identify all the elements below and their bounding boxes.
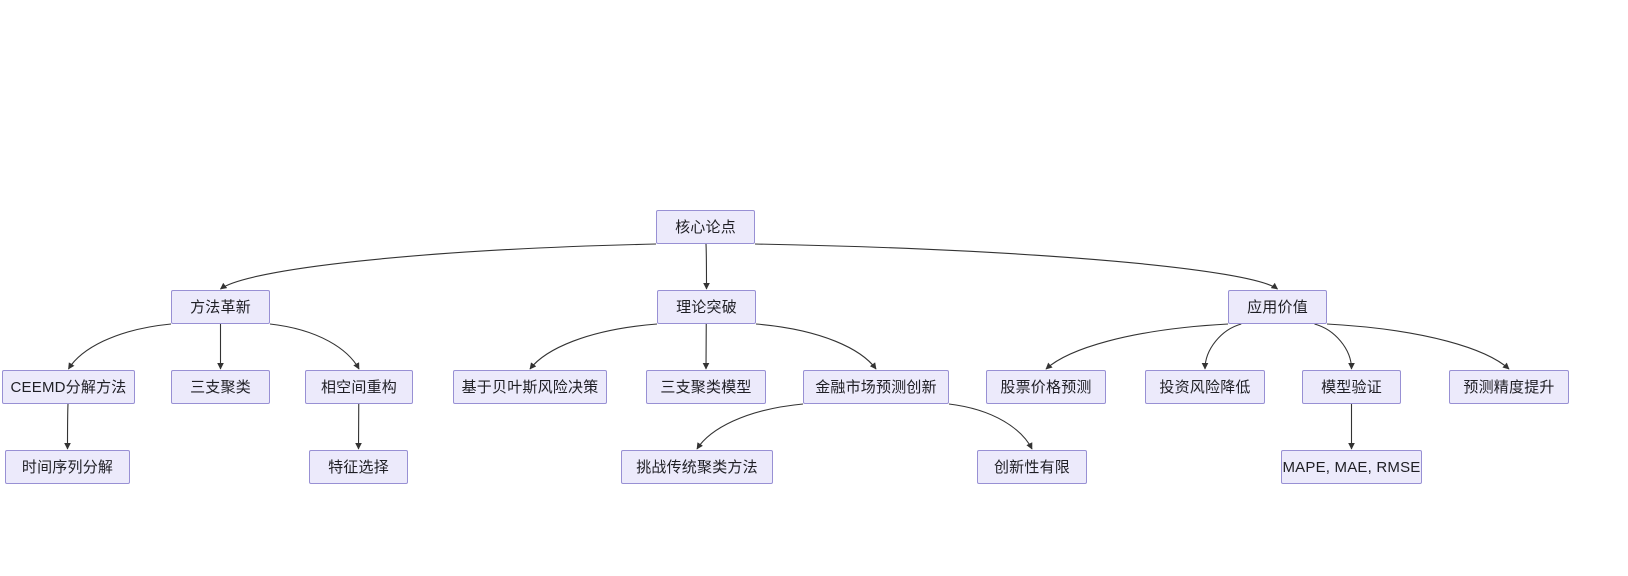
mindmap-node-label: 方法革新: [190, 298, 251, 316]
mindmap-node-l4c[interactable]: 挑战传统聚类方法: [621, 450, 773, 484]
mindmap-node-label: 股票价格预测: [1000, 378, 1092, 396]
mindmap-node-l3a1[interactable]: CEEMD分解方法: [2, 370, 135, 404]
mindmap-node-l2a[interactable]: 方法革新: [171, 290, 270, 324]
mindmap-node-l4a[interactable]: 时间序列分解: [5, 450, 130, 484]
mindmap-node-label: 相空间重构: [320, 378, 397, 396]
mindmap-node-l2b[interactable]: 理论突破: [657, 290, 756, 324]
mindmap-node-l2c[interactable]: 应用价值: [1228, 290, 1327, 324]
mindmap-node-label: 投资风险降低: [1159, 378, 1251, 396]
mindmap-node-label: 创新性有限: [993, 458, 1070, 476]
mindmap-node-label: 模型验证: [1321, 378, 1382, 396]
mindmap-node-label: 理论突破: [676, 298, 737, 316]
mindmap-node-label: 预测精度提升: [1463, 378, 1555, 396]
mindmap-node-l4e[interactable]: MAPE, MAE, RMSE: [1281, 450, 1422, 484]
mindmap-node-l3c1[interactable]: 股票价格预测: [986, 370, 1106, 404]
mindmap-node-label: 挑战传统聚类方法: [636, 458, 758, 476]
mindmap-node-label: 三支聚类: [190, 378, 251, 396]
mindmap-node-l3c2[interactable]: 投资风险降低: [1145, 370, 1265, 404]
mindmap-node-label: 应用价值: [1247, 298, 1308, 316]
mindmap-node-l3a3[interactable]: 相空间重构: [305, 370, 413, 404]
mindmap-node-l3b2[interactable]: 三支聚类模型: [646, 370, 766, 404]
mindmap-node-label: 时间序列分解: [21, 458, 114, 476]
mindmap-node-l3c3[interactable]: 模型验证: [1302, 370, 1401, 404]
mindmap-node-l4b[interactable]: 特征选择: [309, 450, 408, 484]
mindmap-node-label: 金融市场预测创新: [815, 378, 937, 396]
mindmap-node-l3c4[interactable]: 预测精度提升: [1449, 370, 1569, 404]
mindmap-node-l4d[interactable]: 创新性有限: [977, 450, 1087, 484]
mindmap-node-root[interactable]: 核心论点: [656, 210, 755, 244]
mindmap-node-label: MAPE, MAE, RMSE: [1282, 458, 1421, 476]
mindmap-node-label: 特征选择: [328, 458, 389, 476]
mindmap-node-label: 基于贝叶斯风险决策: [461, 378, 599, 396]
mindmap-node-l3a2[interactable]: 三支聚类: [171, 370, 270, 404]
mindmap-node-l3b3[interactable]: 金融市场预测创新: [803, 370, 949, 404]
mindmap-node-label: CEEMD分解方法: [10, 378, 127, 396]
mindmap-node-label: 核心论点: [675, 218, 736, 236]
mindmap-node-label: 三支聚类模型: [660, 378, 752, 396]
mindmap-node-l3b1[interactable]: 基于贝叶斯风险决策: [453, 370, 607, 404]
